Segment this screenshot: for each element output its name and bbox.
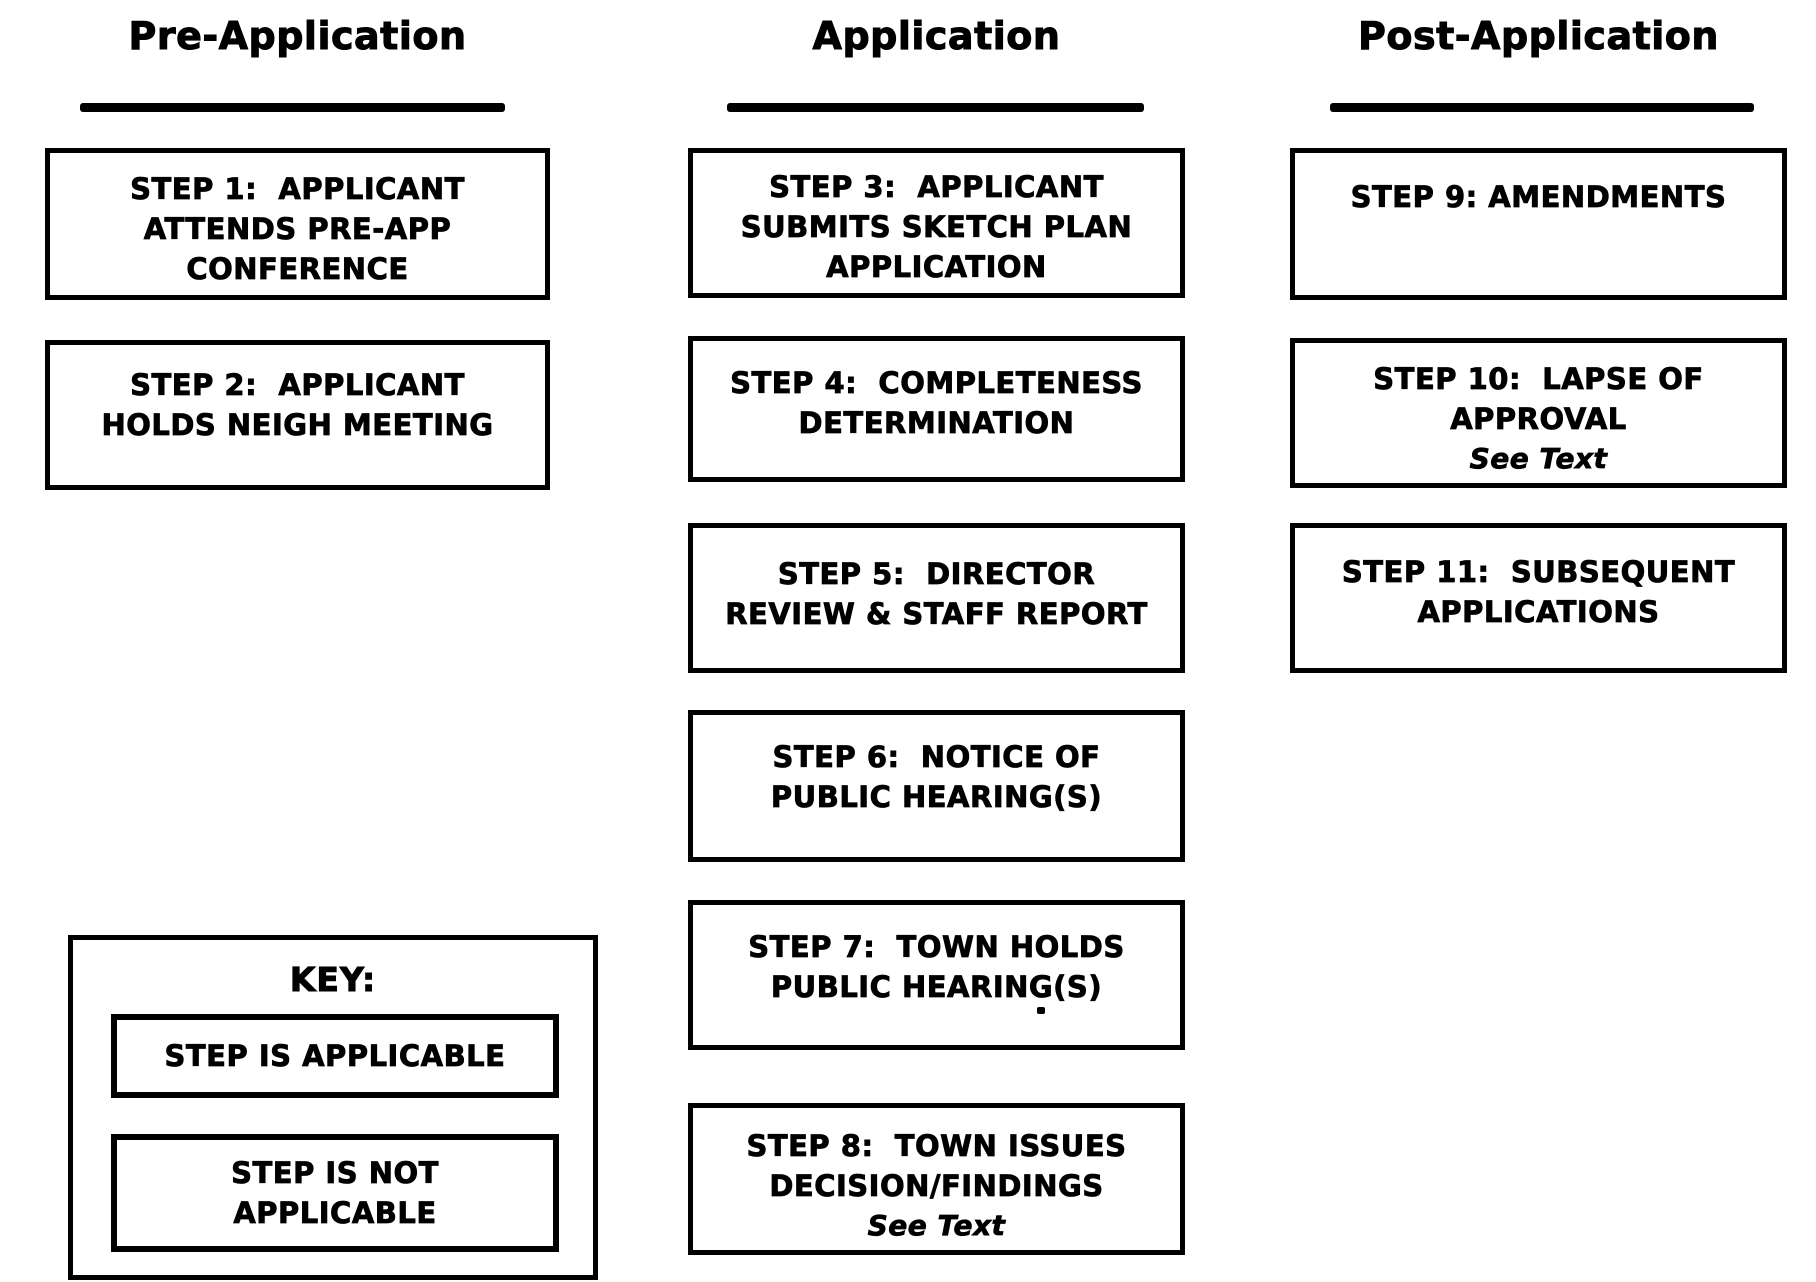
step-1-label: STEP 1: APPLICANT ATTENDS PRE-APP CONFER… <box>130 172 465 287</box>
step-11-box: STEP 11: SUBSEQUENT APPLICATIONS <box>1290 523 1787 673</box>
step-3-label: STEP 3: APPLICANT SUBMITS SKETCH PLAN AP… <box>740 170 1133 285</box>
step-9-label: STEP 9: AMENDMENTS <box>1350 180 1727 215</box>
stray-dot <box>1037 1007 1045 1014</box>
step-8-label: STEP 8: TOWN ISSUES DECISION/FINDINGS <box>746 1129 1127 1204</box>
key-title: KEY: <box>289 960 377 1000</box>
step-4-box: STEP 4: COMPLETENESS DETERMINATION <box>688 336 1185 482</box>
step-1-box: STEP 1: APPLICANT ATTENDS PRE-APP CONFER… <box>45 148 550 300</box>
step-2-label: STEP 2: APPLICANT HOLDS NEIGH MEETING <box>101 368 494 443</box>
key-step-applicable-box: STEP IS APPLICABLE <box>111 1014 559 1098</box>
step-5-box: STEP 5: DIRECTOR REVIEW & STAFF REPORT <box>688 523 1185 673</box>
step-10-label: STEP 10: LAPSE OF APPROVAL <box>1373 362 1704 437</box>
header-underline-application <box>727 103 1144 112</box>
step-11-label: STEP 11: SUBSEQUENT APPLICATIONS <box>1341 555 1736 630</box>
step-10-box: STEP 10: LAPSE OF APPROVAL See Text <box>1290 338 1787 488</box>
key-legend-box: KEY: STEP IS APPLICABLE STEP IS NOT APPL… <box>68 935 598 1280</box>
step-7-box: STEP 7: TOWN HOLDS PUBLIC HEARING(S) <box>688 900 1185 1050</box>
step-6-box: STEP 6: NOTICE OF PUBLIC HEARING(S) <box>688 710 1185 862</box>
header-underline-post-application <box>1330 103 1754 112</box>
step-10-see-text-note: See Text <box>1469 442 1608 476</box>
step-8-see-text-note: See Text <box>867 1209 1006 1243</box>
step-5-label: STEP 5: DIRECTOR REVIEW & STAFF REPORT <box>725 557 1148 632</box>
step-6-label: STEP 6: NOTICE OF PUBLIC HEARING(S) <box>770 740 1103 815</box>
step-3-box: STEP 3: APPLICANT SUBMITS SKETCH PLAN AP… <box>688 148 1185 298</box>
key-step-not-applicable-label: STEP IS NOT APPLICABLE <box>231 1156 439 1231</box>
step-7-label: STEP 7: TOWN HOLDS PUBLIC HEARING(S) <box>748 930 1125 1005</box>
key-step-not-applicable-box: STEP IS NOT APPLICABLE <box>111 1134 559 1252</box>
step-8-box: STEP 8: TOWN ISSUES DECISION/FINDINGS Se… <box>688 1103 1185 1255</box>
step-2-box: STEP 2: APPLICANT HOLDS NEIGH MEETING <box>45 340 550 490</box>
column-header-application: Application <box>812 14 1061 59</box>
column-header-post-application: Post-Application <box>1358 14 1719 59</box>
header-underline-pre-application <box>80 103 505 112</box>
column-header-pre-application: Pre-Application <box>128 14 467 59</box>
key-step-applicable-label: STEP IS APPLICABLE <box>164 1039 506 1074</box>
step-9-box: STEP 9: AMENDMENTS <box>1290 148 1787 300</box>
step-4-label: STEP 4: COMPLETENESS DETERMINATION <box>730 366 1143 441</box>
